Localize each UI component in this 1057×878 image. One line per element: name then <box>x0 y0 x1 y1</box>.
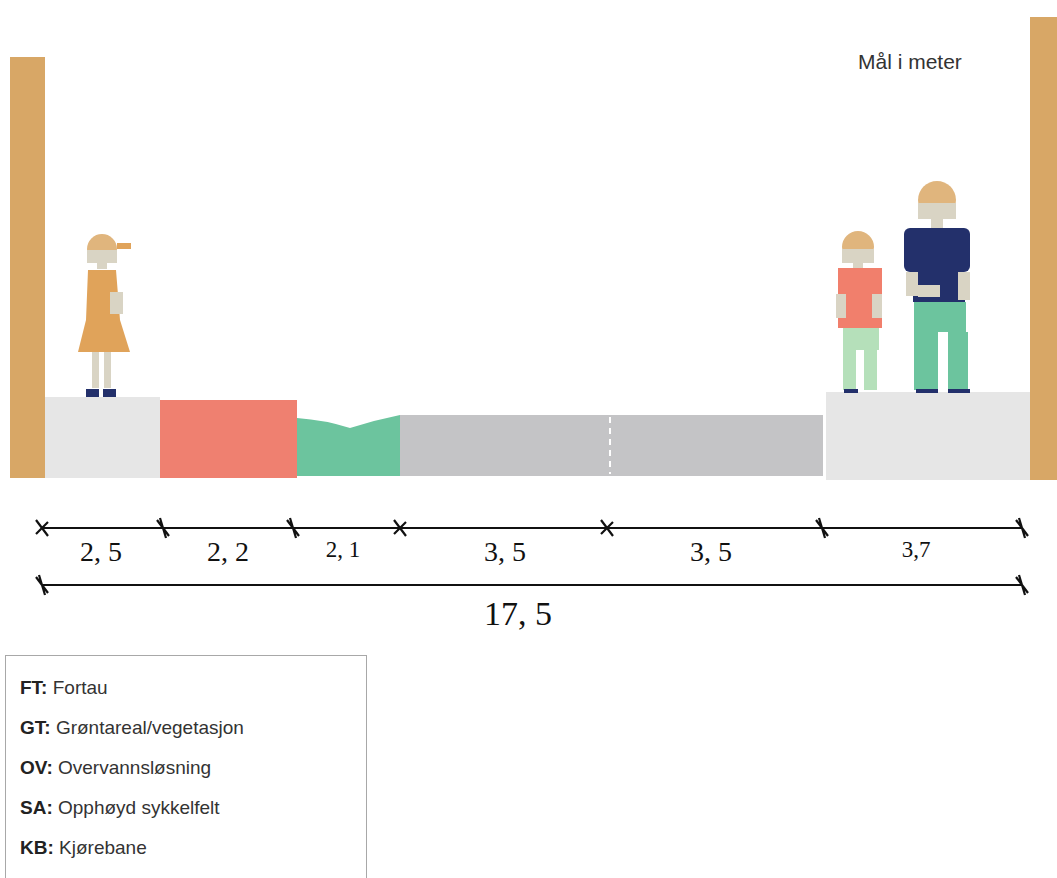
adult-figure <box>904 181 970 393</box>
dimension-lines <box>36 518 1028 595</box>
green-area <box>297 415 400 476</box>
unit-note: Mål i meter <box>858 50 962 74</box>
bike-lane <box>160 400 297 478</box>
dimension-label: 2, 2 <box>207 536 249 568</box>
lane-marking <box>609 417 611 474</box>
roadway <box>400 415 823 476</box>
dimension-label: 2, 1 <box>326 537 361 563</box>
dimension-label: 3,7 <box>902 537 931 563</box>
sidewalk <box>826 392 1030 480</box>
legend-entry: SA: Opphøyd sykkelfelt <box>20 788 366 828</box>
building-wall <box>1030 17 1057 480</box>
legend-entry: KB: Kjørebane <box>20 828 366 868</box>
legend-entry: FT: Fortau <box>20 668 366 708</box>
building-wall <box>10 57 45 478</box>
dimension-label: 2, 5 <box>80 536 122 568</box>
legend-entry: OV: Overvannsløsning <box>20 748 366 788</box>
girl-figure <box>78 234 131 397</box>
dimension-label: 3, 5 <box>690 536 732 568</box>
sidewalk <box>45 397 160 478</box>
dimension-label: 17, 5 <box>484 595 552 633</box>
legend-box: FT: FortauGT: Grøntareal/vegetasjonOV: O… <box>5 655 367 878</box>
child-figure <box>836 231 882 393</box>
legend-entry: GT: Grøntareal/vegetasjon <box>20 708 366 748</box>
dimension-label: 3, 5 <box>484 536 526 568</box>
